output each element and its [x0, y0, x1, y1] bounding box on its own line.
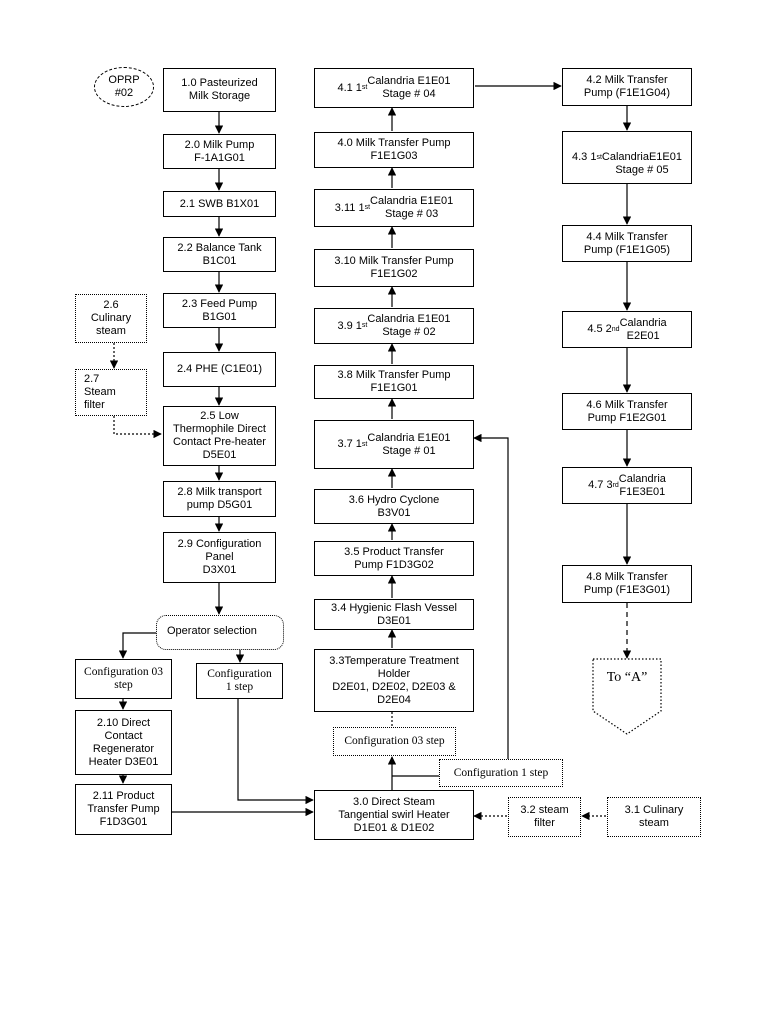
node-3-0-direct-steam-heater: 3.0 Direct Steam Tangential swirl Heater… — [314, 790, 474, 840]
oprp-label: OPRP #02 — [94, 67, 154, 107]
node-3-10-milk-transfer-pump: 3.10 Milk Transfer Pump F1E1G02 — [314, 249, 474, 287]
operator-selection: Operator selection — [156, 615, 284, 650]
node-3-8-milk-transfer-pump: 3.8 Milk Transfer Pump F1E1G01 — [314, 365, 474, 399]
node-3-2-steam-filter: 3.2 steam filter — [508, 797, 581, 837]
node-3-4-hygienic-flash-vessel: 3.4 Hygienic Flash Vessel D3E01 — [314, 599, 474, 630]
node-2-10-regenerator-heater: 2.10 Direct Contact Regenerator Heater D… — [75, 710, 172, 775]
node-2-5-preheater: 2.5 Low Thermophile Direct Contact Pre-h… — [163, 406, 276, 466]
node-2-6-culinary-steam: 2.6 Culinary steam — [75, 294, 147, 343]
node-4-8-milk-transfer-pump: 4.8 Milk Transfer Pump (F1E3G01) — [562, 565, 692, 603]
node-2-3-feed-pump: 2.3 Feed Pump B1G01 — [163, 293, 276, 328]
node-4-6-milk-transfer-pump: 4.6 Milk Transfer Pump F1E2G01 — [562, 393, 692, 430]
config-03-step-middle: Configuration 03 step — [333, 727, 456, 756]
node-2-2-balance-tank: 2.2 Balance Tank B1C01 — [163, 237, 276, 272]
node-4-4-milk-transfer-pump: 4.4 Milk Transfer Pump (F1E1G05) — [562, 225, 692, 262]
config-1-step-left: Configuration 1 step — [196, 663, 283, 699]
arrow-2-7-to-2-5 — [113, 416, 162, 439]
node-3-5-product-transfer-pump: 3.5 Product Transfer Pump F1D3G02 — [314, 541, 474, 576]
off-page-connector-shape — [592, 658, 662, 735]
node-2-8-milk-transport-pump: 2.8 Milk transport pump D5G01 — [163, 481, 276, 517]
node-3-6-hydro-cyclone: 3.6 Hydro Cyclone B3V01 — [314, 489, 474, 524]
node-2-9-configuration-panel: 2.9 Configuration Panel D3X01 — [163, 532, 276, 583]
node-4-0-milk-transfer-pump: 4.0 Milk Transfer Pump F1E1G03 — [314, 132, 474, 168]
off-page-connector-a: To “A” — [593, 670, 661, 690]
node-3-1-culinary-steam: 3.1 Culinary steam — [607, 797, 701, 837]
node-2-4-phe: 2.4 PHE (C1E01) — [163, 352, 276, 387]
node-2-7-steam-filter: 2.7 Steam filter — [75, 369, 147, 416]
node-1-0-pasteurized-milk-storage: 1.0 Pasteurized Milk Storage — [163, 68, 276, 112]
node-2-0-milk-pump: 2.0 Milk Pump F-1A1G01 — [163, 134, 276, 169]
arrow-cfg1-to-3-0 — [237, 699, 314, 805]
config-1-step-middle: Configuration 1 step — [439, 759, 563, 787]
connector-a-label: To “A” — [606, 670, 648, 685]
node-2-1-swb: 2.1 SWB B1X01 — [163, 191, 276, 217]
config-03-step-left: Configuration 03 step — [75, 659, 172, 699]
arrow-operator-to-cfg03 — [118, 632, 156, 659]
node-4-2-milk-transfer-pump: 4.2 Milk Transfer Pump (F1E1G04) — [562, 68, 692, 106]
node-2-11-product-transfer-pump: 2.11 Product Transfer Pump F1D3G01 — [75, 784, 172, 835]
node-3-3-temperature-treatment-holder: 3.3Temperature Treatment Holder D2E01, D… — [314, 649, 474, 712]
